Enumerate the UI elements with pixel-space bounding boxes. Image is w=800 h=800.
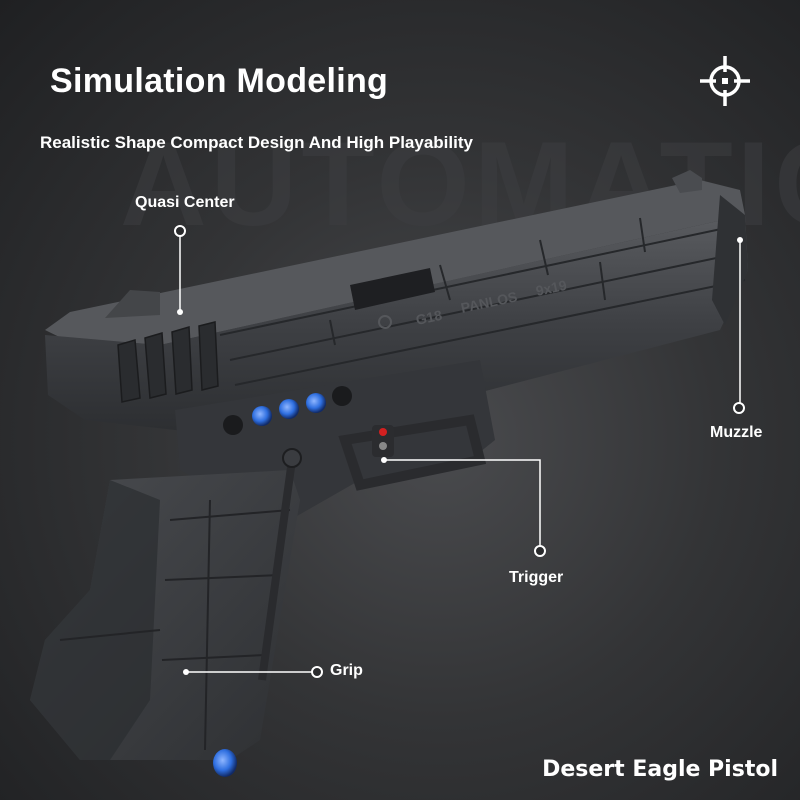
rod-knob: [282, 448, 302, 468]
slide-serrations: [117, 321, 219, 403]
label-trigger: Trigger: [509, 569, 564, 586]
callout-anchor-trigger: [381, 457, 387, 463]
callout-dot-trigger: [534, 545, 546, 557]
blue-pin: [252, 406, 272, 426]
front-sight: [672, 170, 702, 193]
callout-lines: [179, 236, 741, 673]
slide-brick-lines: [219, 217, 746, 386]
ejection-port: [350, 268, 435, 310]
marking-model: G18: [414, 307, 443, 328]
muzzle-face: [712, 195, 748, 325]
callout-anchor-quasi-center: [177, 309, 183, 315]
label-muzzle: Muzzle: [710, 424, 763, 441]
label-quasi-center: Quasi Center: [135, 194, 235, 211]
product-name: Desert Eagle Pistol: [542, 757, 778, 782]
callout-line-trigger: [384, 459, 541, 548]
slide-top: [45, 180, 745, 352]
callout-dot-quasi-center: [174, 225, 186, 237]
callout-dot-grip: [311, 666, 323, 678]
frame-hole: [332, 386, 352, 406]
page-title: Simulation Modeling: [50, 62, 389, 100]
magazine-base-pin: [213, 749, 237, 777]
blue-pin: [306, 393, 326, 413]
trigger-red-pin: [379, 428, 387, 436]
marking-caliber: 9x19: [534, 277, 568, 299]
trigger: [372, 425, 394, 457]
callout-dot-muzzle: [733, 402, 745, 414]
callout-anchor-grip: [183, 669, 189, 675]
callout-dots: [174, 225, 745, 678]
marking-gear: [378, 315, 392, 329]
callout-anchor-muzzle: [737, 237, 743, 243]
grip-brick-lines: [59, 499, 291, 751]
rear-sight: [105, 290, 160, 318]
page-subtitle: Realistic Shape Compact Design And High …: [40, 133, 473, 152]
frame-hole: [223, 415, 243, 435]
blue-pin: [279, 399, 299, 419]
label-grip: Grip: [330, 662, 363, 679]
grip-rod: [258, 459, 296, 681]
grip-side-shade: [30, 480, 160, 760]
trigger-pin: [379, 442, 387, 450]
crosshair-target-icon: [700, 56, 750, 106]
